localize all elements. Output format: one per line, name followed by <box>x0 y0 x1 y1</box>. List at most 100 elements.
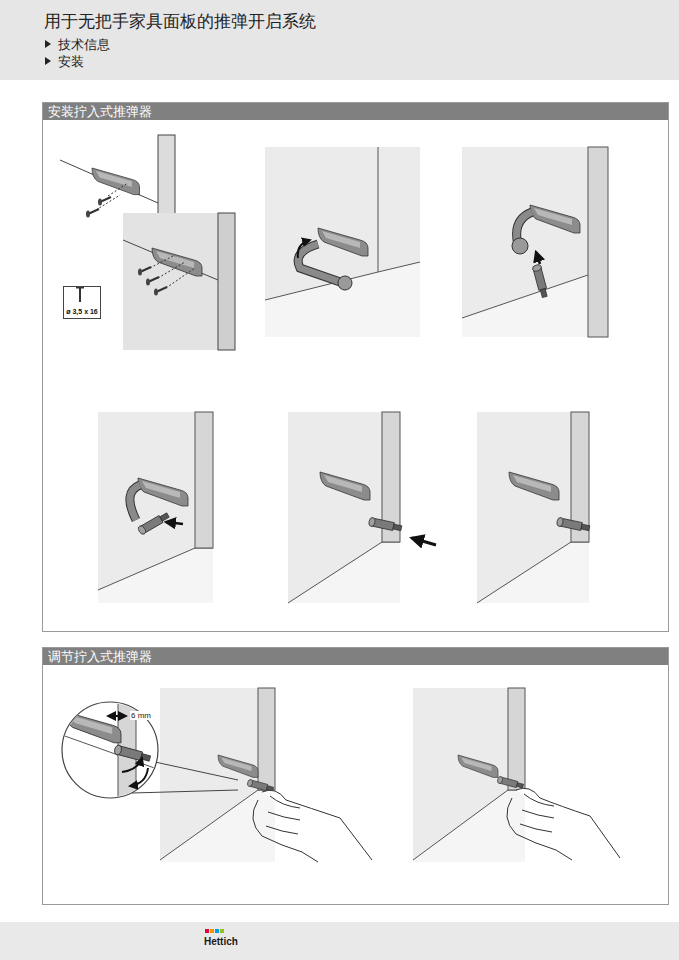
panel-lever-clip-part <box>378 147 379 272</box>
panel-push-plunger-part <box>368 517 402 533</box>
panel-insert-plunger-part <box>588 147 608 337</box>
panel-adjust-detail-part <box>253 800 318 862</box>
footer-band-part <box>205 929 209 933</box>
footer-band-part <box>220 929 224 933</box>
panel-push-plunger-part <box>288 412 400 603</box>
panel-adjust-detail <box>62 688 372 862</box>
screw-size: ø 3,5 x 16 <box>64 307 100 316</box>
panel-insert-plunger-part <box>462 275 588 318</box>
dimension: 6 mm <box>130 711 152 720</box>
panel-swing-plunger-part <box>130 485 140 520</box>
panel-adjust-detail-part <box>262 790 372 860</box>
section-heading: 调节拧入式推弹器 <box>43 648 668 665</box>
section-heading: 安装拧入式推弹器 <box>43 103 668 120</box>
footer-band <box>0 922 679 960</box>
panel-lever-clip-part <box>298 244 343 283</box>
panel-swing-plunger-part <box>98 548 213 603</box>
panel-installed-part <box>556 517 590 533</box>
panel-lever-clip-part <box>298 240 310 258</box>
menu-item: 安装 <box>57 53 85 71</box>
footer-band-part <box>215 929 219 933</box>
panel-adjust-hand-part <box>508 688 525 790</box>
panel-adjust-hand-part <box>413 790 525 862</box>
panel-adjust-detail-part <box>266 796 300 834</box>
panel-adjust-hand-part <box>516 788 620 858</box>
screw-spec-box: ø 3,5 x 16 <box>63 286 101 319</box>
panel-adjust-detail-part <box>108 715 126 717</box>
panel-lever-clip <box>265 147 420 337</box>
panel-screw-fixing-part <box>218 213 235 350</box>
panel-push-plunger-part <box>412 538 436 545</box>
panel-insert-plunger-part <box>462 147 608 337</box>
panel-screw-fixing-part <box>60 160 158 203</box>
panel-adjust-detail-part <box>258 688 275 790</box>
panel-lever-clip-part <box>265 262 420 300</box>
panel-screw-fixing-part <box>166 268 195 288</box>
panel-screw-fixing-part <box>98 197 111 206</box>
panel-swing-plunger-part <box>195 412 213 548</box>
panel-lever-clip-part <box>318 228 368 256</box>
panel-screw-fixing-part <box>96 195 120 210</box>
panel-adjust-detail-part <box>62 700 160 805</box>
panel-screw-fixing-part <box>108 183 128 196</box>
panel-adjust-detail-part <box>62 702 158 798</box>
panel-installed-part <box>509 472 559 500</box>
panel-insert-plunger-part <box>462 275 588 337</box>
panel-screw-fixing <box>60 135 235 350</box>
panel-adjust-detail-part <box>122 758 142 772</box>
panel-installed <box>477 412 590 603</box>
page-title: 用于无把手家具面板的推弹开启系统 <box>44 10 316 33</box>
panel-screw-fixing-part <box>154 287 167 296</box>
panel-adjust-detail-part-part <box>114 744 152 763</box>
panel-screw-fixing-part <box>150 255 175 268</box>
panel-swing-plunger-part <box>138 478 188 506</box>
panel-lever-clip-part <box>265 147 420 337</box>
panel-screw-fixing-part <box>146 277 159 286</box>
header-band-part <box>0 0 679 80</box>
menu-item: 技术信息 <box>57 36 111 54</box>
panel-screw-fixing-part <box>79 288 81 302</box>
footer-band-part <box>210 929 214 933</box>
panel-insert-plunger-part <box>532 264 549 298</box>
panel-adjust-detail-part <box>218 755 258 777</box>
panel-insert-plunger <box>462 147 608 337</box>
panel-adjust-hand <box>413 688 620 862</box>
panel-insert-plunger-part <box>536 252 540 264</box>
panel-adjust-hand-part <box>507 798 572 860</box>
panel-swing-plunger-part <box>98 548 213 590</box>
header-band <box>0 0 679 80</box>
panel-push-plunger-part <box>320 472 370 500</box>
panel-screw-fixing-part <box>138 267 151 276</box>
header-band-part <box>45 40 51 48</box>
panel-adjust-detail-part <box>130 768 148 786</box>
panel-screw-fixing-part <box>158 262 185 278</box>
panel-push-plunger-part <box>288 542 400 603</box>
panel-lever-clip-part <box>338 276 352 290</box>
panel-installed-part <box>477 542 589 603</box>
panel-adjust-hand-part <box>458 755 498 777</box>
panel-lever-clip-part <box>298 244 343 283</box>
panel-installed-part <box>477 412 589 603</box>
header-band-part <box>45 57 51 65</box>
panel-screw-fixing-part <box>123 213 235 350</box>
section-frame: 调节拧入式推弹器 <box>42 647 669 905</box>
panel-adjust-detail-part <box>132 790 238 793</box>
panel-push-plunger-part <box>288 542 400 603</box>
panel-adjust-detail-part <box>155 762 238 780</box>
panel-screw-fixing-part <box>86 209 99 218</box>
panel-installed-part <box>477 542 589 603</box>
panel-adjust-detail-part <box>160 688 275 862</box>
brand-logo: Hettich <box>203 936 239 947</box>
panel-insert-plunger-part <box>512 238 528 254</box>
panel-swing-plunger-part <box>98 412 213 603</box>
panel-lever-clip-part <box>265 262 420 337</box>
panel-screw-fixing-part <box>152 248 202 276</box>
footer-band-part <box>0 922 679 960</box>
panel-screw-fixing-part <box>123 240 218 280</box>
panel-adjust-hand-part <box>413 790 525 860</box>
panel-swing-plunger-part <box>166 522 183 524</box>
section-frame: 安装拧入式推弹器 ø 3,5 x 16 <box>42 102 669 632</box>
